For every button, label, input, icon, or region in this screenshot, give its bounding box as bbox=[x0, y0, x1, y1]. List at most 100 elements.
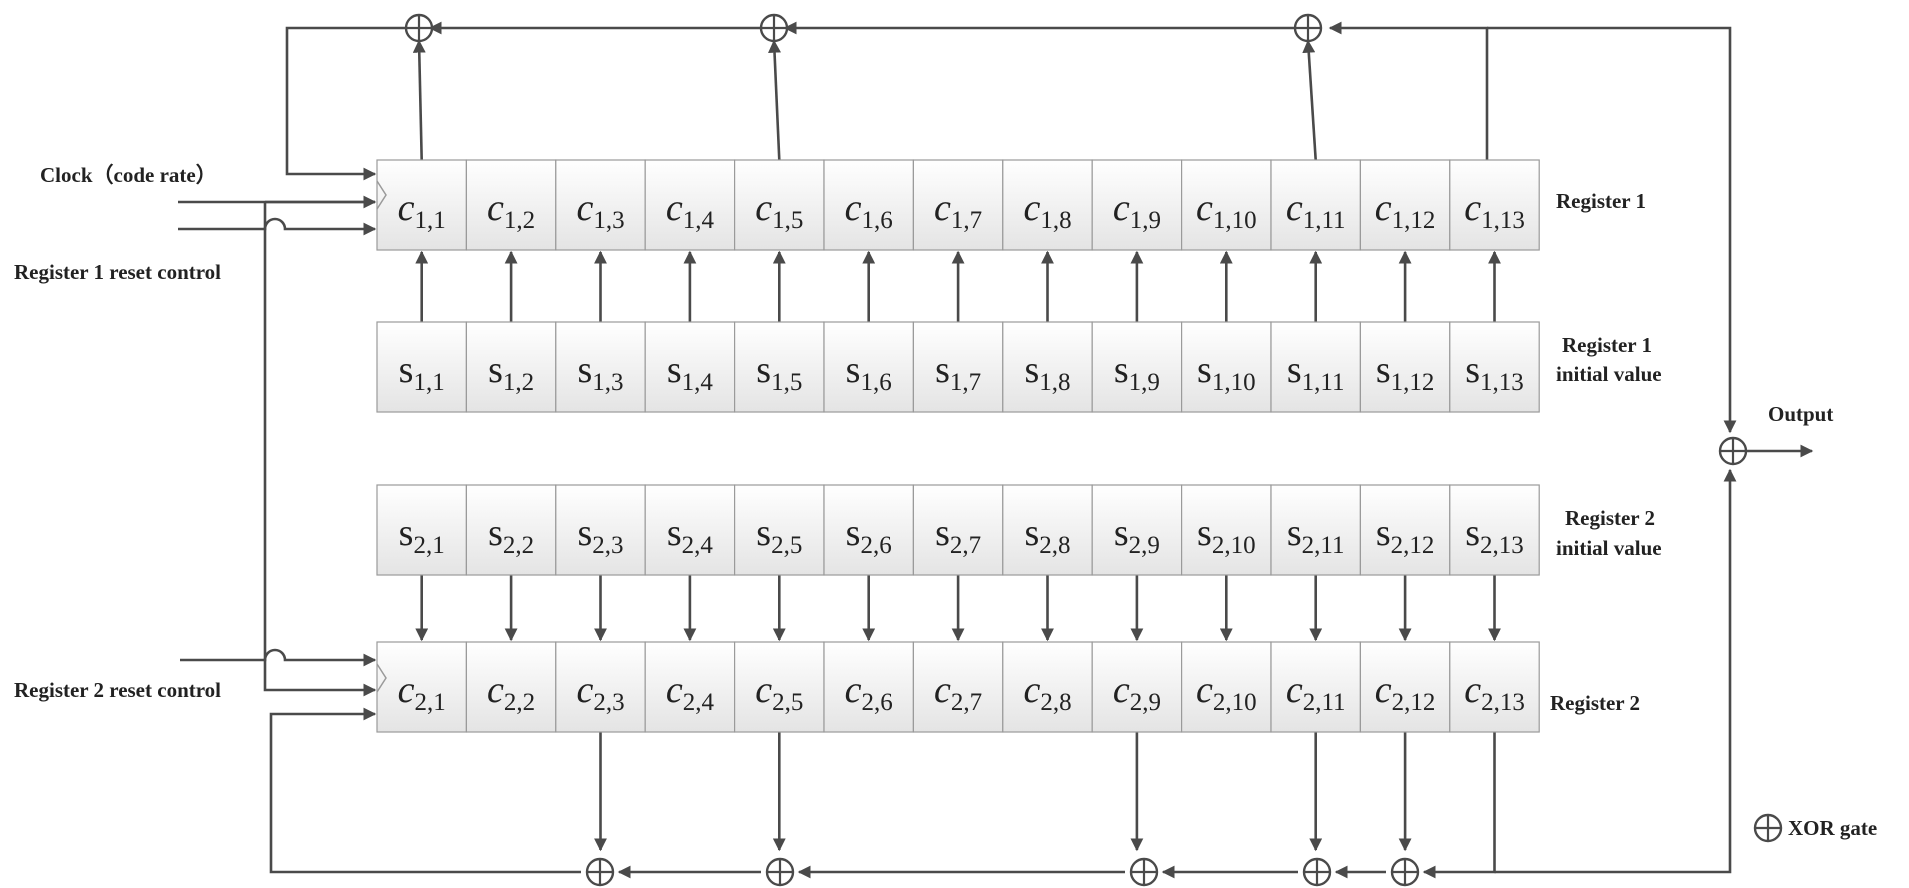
tap-wire bbox=[1302, 39, 1317, 161]
cell-c1-9: c1,9 bbox=[1091, 159, 1183, 251]
svg-text:s2,1: s2,1 bbox=[399, 512, 445, 559]
wires bbox=[178, 21, 1814, 879]
xor-gate-r1 bbox=[404, 13, 434, 43]
svg-text:c2,13: c2,13 bbox=[1464, 669, 1525, 716]
svg-text:s2,2: s2,2 bbox=[488, 512, 534, 559]
cell-s1-7: s1,7 bbox=[912, 321, 1004, 413]
cell-letter: c bbox=[487, 187, 504, 229]
cell-c1-5: c1,5 bbox=[733, 159, 825, 251]
cell-c1-12: c1,12 bbox=[1359, 159, 1451, 251]
cell-letter: c bbox=[398, 669, 415, 711]
cell-subscript: 2,10 bbox=[1213, 689, 1257, 716]
cell-subscript: 1,8 bbox=[1040, 207, 1071, 234]
clock-label: Clock（code rate） bbox=[40, 163, 217, 187]
xor-gates bbox=[404, 13, 1783, 887]
cell-letter: s bbox=[935, 349, 950, 391]
svg-text:c1,3: c1,3 bbox=[576, 187, 624, 234]
cell-c2-1: c2,1 bbox=[376, 641, 468, 733]
svg-text:c1,7: c1,7 bbox=[934, 187, 982, 234]
cell-subscript: 2,12 bbox=[1392, 689, 1436, 716]
cell-subscript: 1,11 bbox=[1302, 369, 1345, 396]
cell-letter: c bbox=[1113, 187, 1130, 229]
cell-letter: c bbox=[487, 669, 504, 711]
svg-text:c2,6: c2,6 bbox=[845, 669, 893, 716]
cell-c1-6: c1,6 bbox=[823, 159, 915, 251]
svg-text:c2,2: c2,2 bbox=[487, 669, 535, 716]
cell-letter: s bbox=[399, 512, 414, 554]
cell-s1-4: s1,4 bbox=[644, 321, 736, 413]
cell-letter: c bbox=[1464, 669, 1481, 711]
cell-subscript: 2,13 bbox=[1480, 532, 1524, 559]
svg-text:c1,6: c1,6 bbox=[845, 187, 893, 234]
svg-text:s2,9: s2,9 bbox=[1114, 512, 1160, 559]
cell-s1-5: s1,5 bbox=[733, 321, 825, 413]
cell-letter: c bbox=[666, 187, 683, 229]
cell-letter: c bbox=[1286, 187, 1303, 229]
cell-subscript: 2,13 bbox=[1481, 689, 1525, 716]
xor-gate-r2 bbox=[585, 857, 615, 887]
cell-letter: c bbox=[1023, 669, 1040, 711]
cell-c2-9: c2,9 bbox=[1091, 641, 1183, 733]
svg-text:s1,5: s1,5 bbox=[756, 349, 802, 396]
cell-s1-10: s1,10 bbox=[1180, 321, 1272, 413]
cell-subscript: 1,3 bbox=[592, 369, 623, 396]
cell-c1-3: c1,3 bbox=[555, 159, 646, 251]
cell-subscript: 1,5 bbox=[772, 207, 803, 234]
svg-text:s1,2: s1,2 bbox=[488, 349, 534, 396]
cell-letter: s bbox=[935, 512, 950, 554]
cell-subscript: 1,8 bbox=[1039, 369, 1070, 396]
xor-gate-r2 bbox=[1129, 857, 1159, 887]
cell-letter: c bbox=[755, 669, 772, 711]
register1-reset-label: Register 1 reset control bbox=[14, 260, 221, 284]
cell-letter: s bbox=[1376, 512, 1391, 554]
cell-s2-2: s2,2 bbox=[465, 484, 557, 576]
clock-wire bbox=[263, 202, 377, 697]
svg-text:s2,5: s2,5 bbox=[756, 512, 802, 559]
cell-subscript: 1,10 bbox=[1213, 207, 1257, 234]
cell-subscript: 1,13 bbox=[1481, 207, 1525, 234]
cell-subscript: 1,1 bbox=[413, 369, 444, 396]
cell-c1-2: c1,2 bbox=[465, 159, 557, 251]
cell-subscript: 2,6 bbox=[862, 689, 893, 716]
cell-letter: c bbox=[845, 187, 862, 229]
cell-c2-13: c2,13 bbox=[1449, 641, 1540, 733]
cell-s1-9: s1,9 bbox=[1091, 321, 1183, 413]
cell-subscript: 1,9 bbox=[1129, 369, 1160, 396]
cell-c1-4: c1,4 bbox=[644, 159, 736, 251]
svg-text:s1,7: s1,7 bbox=[935, 349, 981, 396]
cell-subscript: 2,1 bbox=[415, 689, 446, 716]
cell-letter: s bbox=[1197, 349, 1212, 391]
svg-text:s2,11: s2,11 bbox=[1287, 512, 1345, 559]
cell-letter: c bbox=[1375, 669, 1392, 711]
cell-s2-13: s2,13 bbox=[1449, 484, 1540, 576]
cell-subscript: 1,3 bbox=[593, 207, 624, 234]
cell-letter: s bbox=[846, 349, 861, 391]
cell-letter: c bbox=[666, 669, 683, 711]
cell-c2-4: c2,4 bbox=[644, 641, 736, 733]
svg-text:s1,4: s1,4 bbox=[667, 349, 714, 396]
cell-letter: c bbox=[1286, 669, 1303, 711]
cell-letter: s bbox=[488, 512, 503, 554]
cell-s2-5: s2,5 bbox=[733, 484, 825, 576]
cell-s2-4: s2,4 bbox=[644, 484, 736, 576]
cell-letter: c bbox=[1113, 669, 1130, 711]
svg-text:s1,12: s1,12 bbox=[1376, 349, 1435, 396]
output-wire-r2 bbox=[1494, 468, 1737, 874]
cell-c1-7: c1,7 bbox=[912, 159, 1004, 251]
cell-c2-12: c2,12 bbox=[1359, 641, 1451, 733]
cell-c1-13: c1,13 bbox=[1449, 159, 1540, 251]
cell-s1-12: s1,12 bbox=[1359, 321, 1451, 413]
register1-initial-label-line2: initial value bbox=[1556, 362, 1662, 386]
feedback-wire-r1 bbox=[285, 26, 408, 181]
cell-subscript: 1,2 bbox=[504, 207, 535, 234]
register2-reset-label: Register 2 reset control bbox=[14, 678, 221, 702]
cell-letter: s bbox=[1287, 349, 1302, 391]
cell-subscript: 1,6 bbox=[860, 369, 891, 396]
clock-input-marker bbox=[376, 663, 387, 693]
cell-s1-1: s1,1 bbox=[376, 321, 468, 413]
tap-wire bbox=[412, 39, 426, 161]
feedback-wire-r2 bbox=[1422, 732, 1496, 879]
cell-s2-7: s2,7 bbox=[912, 484, 1004, 576]
cell-c2-6: c2,6 bbox=[823, 641, 915, 733]
